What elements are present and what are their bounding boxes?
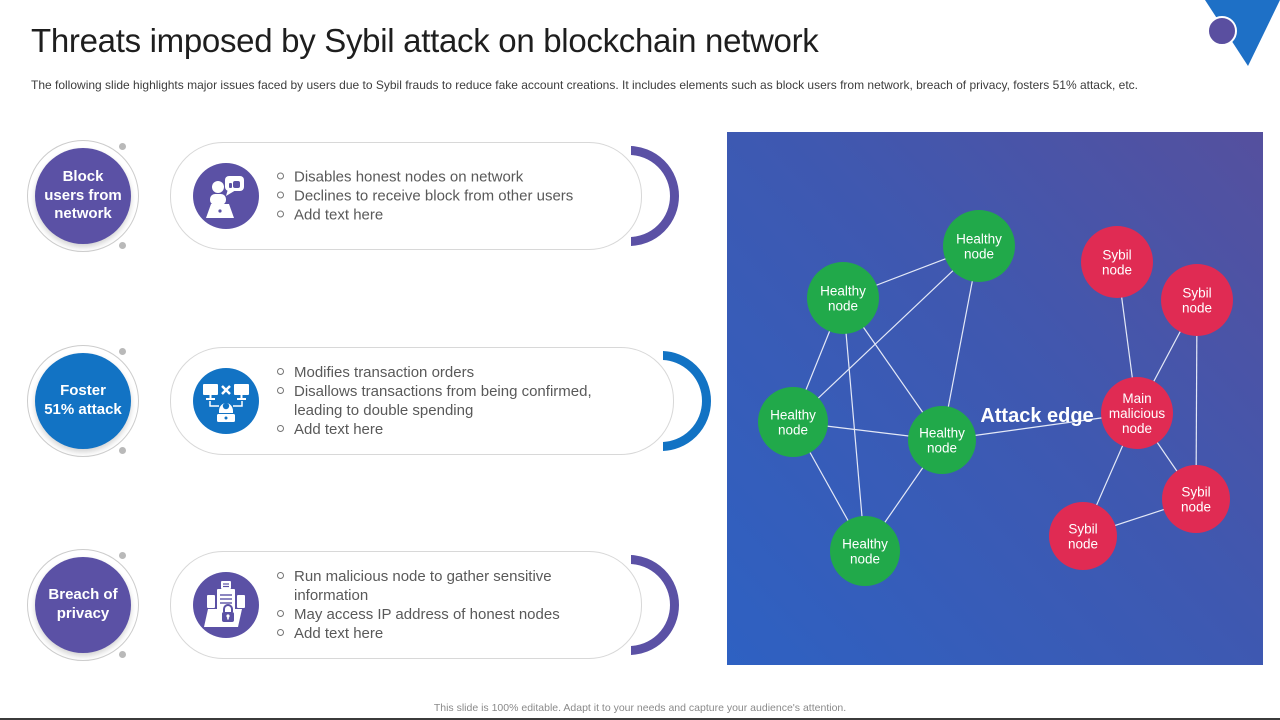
document-lock-icon <box>193 572 259 638</box>
bullet-circle-icon <box>277 387 284 394</box>
ring-dot-icon <box>119 242 126 249</box>
bottom-edge-bar <box>0 718 1280 720</box>
company-logo <box>1205 0 1280 66</box>
person-laptop-thumbsup-icon <box>193 163 259 229</box>
threat-card: Run malicious node to gather sensitive i… <box>170 551 679 659</box>
ring-dot-icon <box>119 348 126 355</box>
logo-circle-icon <box>1207 16 1237 46</box>
threat-card: Modifies transaction orders Disallows tr… <box>170 347 711 455</box>
bullet-circle-icon <box>277 210 284 218</box>
footer-note: This slide is 100% editable. Adapt it to… <box>433 702 847 714</box>
bullet-item: Add text here <box>277 206 605 225</box>
bullet-circle-icon <box>277 172 284 180</box>
bullet-item: Add text here <box>277 420 637 439</box>
bullet-item: May access IP address of honest nodes <box>277 605 605 624</box>
sybil-node-circle <box>1101 377 1173 449</box>
bullet-circle-icon <box>277 368 284 375</box>
threat-card: Disables honest nodes on network Decline… <box>170 142 679 250</box>
ring-dot-icon <box>119 651 126 658</box>
page-title: Threats imposed by Sybil attack on block… <box>31 22 819 59</box>
threat-row-51-attack: Modifies transaction orders Disallows tr… <box>20 343 720 459</box>
ring-dot-icon <box>119 447 126 454</box>
bullet-text: Add text here <box>294 625 384 642</box>
bullet-text: Add text here <box>294 206 384 224</box>
threat-row-block-users: Disables honest nodes on network Decline… <box>20 138 720 254</box>
healthy-node-circle <box>908 406 976 474</box>
ring-dot-icon <box>119 143 126 150</box>
healthy-node-circle <box>830 516 900 586</box>
bullet-circle-icon <box>277 425 284 432</box>
healthy-node-circle <box>807 262 879 334</box>
bullet-item: Modifies transaction orders <box>277 363 637 382</box>
bullet-circle-icon <box>277 572 284 579</box>
badge-label: Foster 51% attack <box>44 382 122 418</box>
healthy-node-circle <box>943 210 1015 282</box>
bullet-item: Add text here <box>277 624 605 643</box>
bullet-item: Disallows transactions from being confir… <box>277 382 637 420</box>
attack-edge-label: Attack edge <box>980 405 1093 427</box>
network-edge <box>842 297 866 552</box>
network-edge <box>792 245 980 423</box>
badge-label: Breach of privacy <box>48 586 118 622</box>
healthy-node-circle <box>758 387 828 457</box>
bullet-text: Disables honest nodes on network <box>294 168 524 186</box>
bullet-text: Declines to receive block from other use… <box>294 187 574 205</box>
slide-subtitle: The following slide highlights major iss… <box>31 78 1138 92</box>
bullet-circle-icon <box>277 610 284 617</box>
bullet-text: Run malicious node to gather sensitive i… <box>294 568 552 604</box>
bullet-item: Declines to receive block from other use… <box>277 187 605 206</box>
bullet-text: Modifies transaction orders <box>294 364 475 381</box>
sybil-node-circle <box>1161 264 1233 336</box>
threat-badge-51-attack: Foster 51% attack <box>27 345 139 457</box>
threat-row-breach-privacy: Run malicious node to gather sensitive i… <box>20 547 720 663</box>
badge-label: Block users from network <box>44 167 122 223</box>
bullet-list: Run malicious node to gather sensitive i… <box>277 567 605 643</box>
bullet-circle-icon <box>277 629 284 636</box>
sybil-node-circle <box>1081 226 1153 298</box>
bullet-list: Modifies transaction orders Disallows tr… <box>277 363 637 439</box>
bullet-circle-icon <box>277 191 284 199</box>
bullet-list: Disables honest nodes on network Decline… <box>277 168 605 225</box>
bullet-item: Disables honest nodes on network <box>277 168 605 187</box>
threat-badge-block-users: Block users from network <box>27 140 139 252</box>
bullet-text: Add text here <box>294 421 384 438</box>
bullet-item: Run malicious node to gather sensitive i… <box>277 567 605 605</box>
sybil-node-circle <box>1049 502 1117 570</box>
threat-badge-breach-privacy: Breach of privacy <box>27 549 139 661</box>
bullet-text: Disallows transactions from being confir… <box>294 383 592 419</box>
bullet-text: May access IP address of honest nodes <box>294 606 560 623</box>
sybil-node-circle <box>1162 465 1230 533</box>
hacker-between-monitors-icon <box>193 368 259 434</box>
ring-dot-icon <box>119 552 126 559</box>
